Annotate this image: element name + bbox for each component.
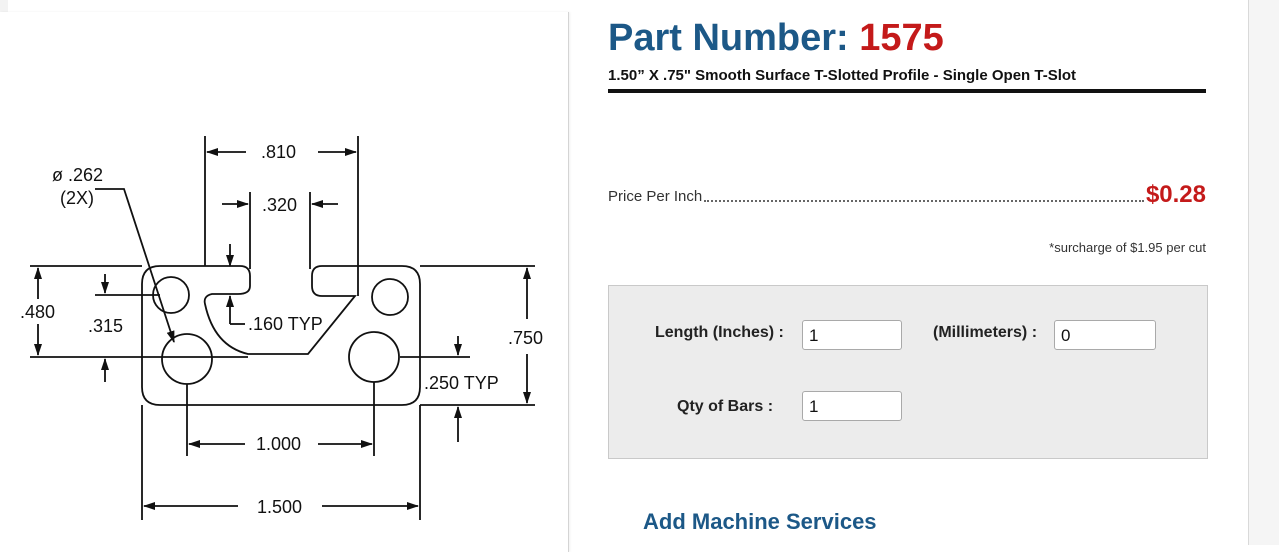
dim-320-label: .320 [262, 195, 297, 215]
dim-hole-diameter-label: ø .262 [52, 165, 103, 185]
price-leader-dots [704, 200, 1144, 202]
qty-of-bars-label: Qty of Bars : [677, 398, 774, 415]
dim-750-label: .750 [508, 328, 543, 348]
profile-dimension-drawing: .810 .320 ø .262 (2X) .480 .315 .160 TYP… [20, 136, 543, 520]
millimeters-label: (Millimeters) : [933, 324, 1038, 341]
surcharge-note: *surcharge of $1.95 per cut [1049, 240, 1206, 255]
order-input-panel: Length (Inches) : 1 (Millimeters) : 0 Qt… [608, 285, 1208, 459]
part-number-value: 1575 [859, 17, 944, 59]
part-number-heading: Part Number: 1575 [608, 16, 944, 60]
hole-bottom-left [161, 333, 213, 385]
hole-bottom-right [348, 331, 400, 383]
price-value: $0.28 [1145, 181, 1206, 208]
length-inches-input[interactable]: 1 [802, 320, 902, 350]
dim-480-label: .480 [20, 302, 55, 322]
part-number-label: Part Number: [608, 17, 860, 59]
dim-hole-qty-label: (2X) [60, 188, 94, 208]
profile-outline [141, 265, 421, 406]
dim-160-typ-label: .160 TYP [248, 314, 323, 334]
qty-of-bars-input[interactable]: 1 [802, 391, 902, 421]
dim-1500-label: 1.500 [257, 497, 302, 517]
millimeters-input[interactable]: 0 [1054, 320, 1156, 350]
dim-810-label: .810 [261, 142, 296, 162]
part-description: 1.50” X .75" Smooth Surface T-Slotted Pr… [608, 67, 1077, 84]
title-divider [608, 89, 1206, 93]
length-inches-label: Length (Inches) : [655, 324, 784, 341]
hole-top-right [371, 278, 409, 316]
dim-1000-label: 1.000 [256, 434, 301, 454]
profile-drawing-panel: .810 .320 ø .262 (2X) .480 .315 .160 TYP… [0, 12, 569, 552]
dim-315-label: .315 [88, 316, 123, 336]
price-per-inch-row: Price Per Inch $0.28 [608, 180, 1206, 208]
price-label: Price Per Inch [608, 188, 703, 205]
page-scroll-edge [1248, 0, 1279, 545]
dim-250-typ-label: .250 TYP [424, 373, 499, 393]
add-machine-services-link[interactable]: Add Machine Services [643, 509, 877, 534]
